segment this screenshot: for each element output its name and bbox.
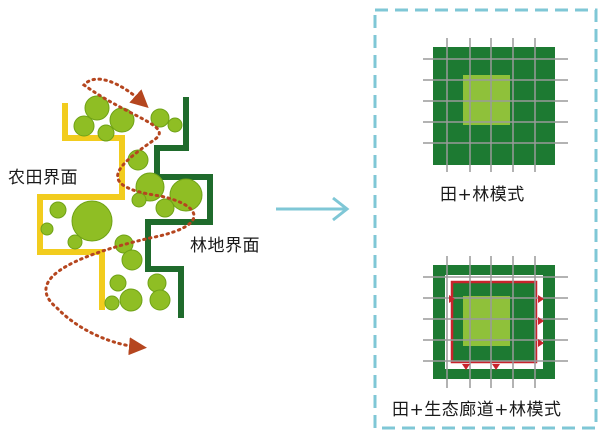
tree-canopy <box>150 108 170 128</box>
farmland-edge-line <box>37 103 125 310</box>
farmland-interface-label: 农田界面 <box>8 168 78 188</box>
tree-canopy <box>73 115 95 137</box>
forest-interface-label: 林地界面 <box>190 236 260 256</box>
tree-canopy <box>149 289 171 311</box>
tree-canopy <box>121 249 143 271</box>
interface-illustration <box>37 77 213 356</box>
tree-canopy <box>119 288 143 312</box>
tree-canopy <box>131 192 147 208</box>
tree-canopy <box>67 234 83 250</box>
tree-canopy <box>169 178 203 212</box>
field-forest-grid <box>423 38 568 172</box>
field-forest-mode-label: 田+林模式 <box>440 185 525 205</box>
field-corridor-forest-mode-label: 田+生态廊道+林模式 <box>392 400 562 420</box>
species-flow-path <box>44 77 196 356</box>
tree-canopy <box>40 222 54 236</box>
tree-canopy <box>104 295 120 311</box>
forest-edge-line <box>145 97 213 318</box>
tree-canopy <box>155 198 175 218</box>
tree-canopy <box>49 201 67 219</box>
tree-canopy <box>97 124 115 142</box>
field-corridor-forest-grid <box>423 256 568 388</box>
modes-panel <box>373 8 598 430</box>
corridor-boundary <box>450 280 538 364</box>
field-patch <box>463 296 510 346</box>
tree-canopy <box>84 95 110 121</box>
tree-canopy <box>167 117 183 133</box>
corridor-flow-arrows <box>449 295 544 370</box>
transition-arrow-icon <box>276 196 350 222</box>
field-patch <box>463 75 510 125</box>
tree-canopy <box>147 273 167 293</box>
tree-canopy <box>71 200 113 242</box>
tree-canopy <box>109 274 127 292</box>
